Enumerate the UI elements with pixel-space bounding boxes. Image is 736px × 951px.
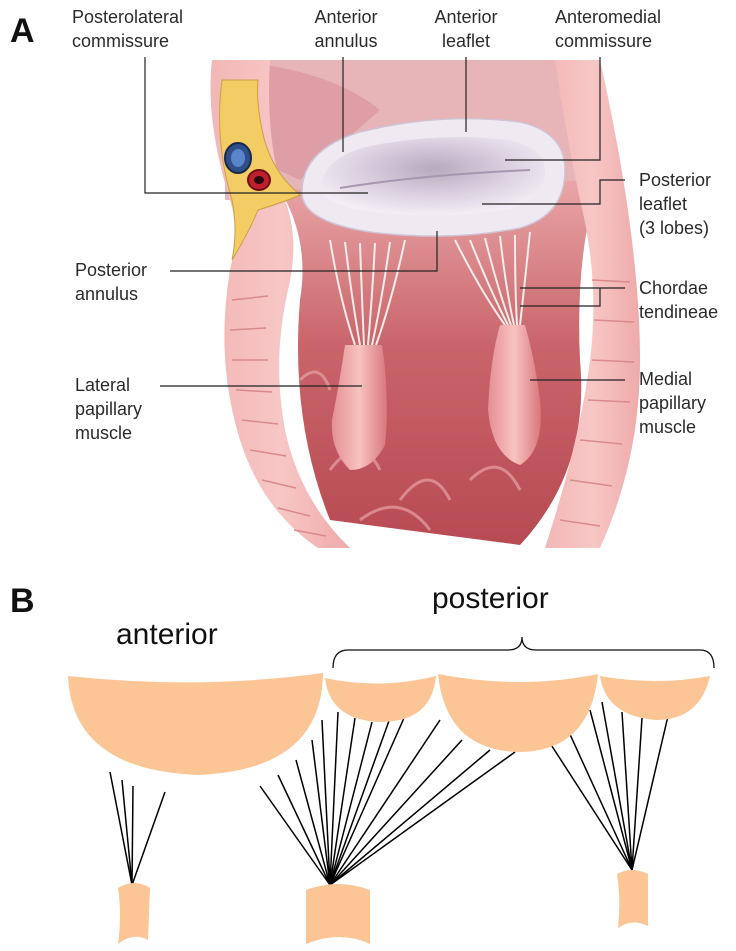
posterior-scallop-p3 <box>600 676 710 720</box>
posterior-scallop-p1 <box>325 676 436 722</box>
schematic-chordae <box>110 700 668 885</box>
label-posterolateral-commissure: Posterolateral commissure <box>72 5 183 53</box>
posterior-brace <box>333 637 714 668</box>
label-line: Posterior <box>639 168 711 192</box>
label-anterior-leaflet: Anterior leaflet <box>426 5 506 53</box>
label-chordae-tendineae: Chordae tendineae <box>639 276 718 324</box>
schematic-papillary-middle <box>306 884 370 944</box>
label-line: Lateral <box>75 373 142 397</box>
label-line: papillary <box>75 397 142 421</box>
label-line: tendineae <box>639 300 718 324</box>
label-line: (3 lobes) <box>639 216 711 240</box>
label-line: commissure <box>555 29 661 53</box>
anterior-leaflet-shape <box>68 673 323 775</box>
label-line: annulus <box>75 282 147 306</box>
panel-b-letter: B <box>10 582 35 621</box>
posterior-leaflet-label: posterior <box>432 582 549 616</box>
label-line: Chordae <box>639 276 718 300</box>
label-line: leaflet <box>639 192 711 216</box>
posterior-scallop-p2 <box>438 674 598 752</box>
schematic-papillary-left <box>118 883 150 944</box>
label-line: commissure <box>72 29 183 53</box>
label-medial-papillary-muscle: Medial papillary muscle <box>639 367 706 439</box>
label-line: Posterolateral <box>72 5 183 29</box>
label-line: Anteromedial <box>555 5 661 29</box>
label-posterior-annulus: Posterior annulus <box>75 258 147 306</box>
label-line: leaflet <box>426 29 506 53</box>
label-line: annulus <box>306 29 386 53</box>
label-line: Medial <box>639 367 706 391</box>
label-line: papillary <box>639 391 706 415</box>
label-anterior-annulus: Anterior annulus <box>306 5 386 53</box>
label-line: muscle <box>75 421 142 445</box>
label-posterior-leaflet: Posterior leaflet (3 lobes) <box>639 168 711 240</box>
label-line: Anterior <box>306 5 386 29</box>
label-line: Anterior <box>426 5 506 29</box>
label-line: Posterior <box>75 258 147 282</box>
label-anteromedial-commissure: Anteromedial commissure <box>555 5 661 53</box>
anterior-leaflet-label: anterior <box>116 618 218 652</box>
label-line: muscle <box>639 415 706 439</box>
label-lateral-papillary-muscle: Lateral papillary muscle <box>75 373 142 445</box>
schematic-papillary-right <box>617 870 648 928</box>
